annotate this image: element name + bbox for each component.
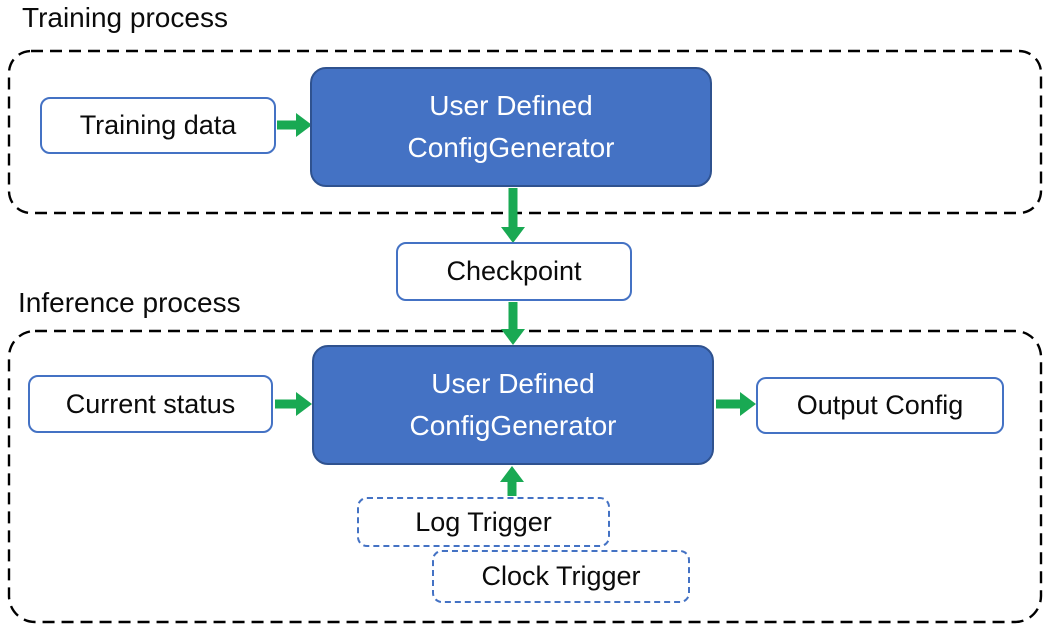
arrow-triggers-to-generator	[500, 466, 524, 496]
inference-config-generator-line2: ConfigGenerator	[409, 410, 617, 441]
clock-trigger-box: Clock Trigger	[432, 550, 690, 603]
current-status-box: Current status	[28, 375, 273, 433]
log-trigger-box: Log Trigger	[357, 497, 610, 547]
training-config-generator-box: User Defined ConfigGenerator	[310, 67, 712, 187]
inference-config-generator-box: User Defined ConfigGenerator	[312, 345, 714, 465]
arrow-head	[296, 392, 312, 416]
arrow-head	[740, 392, 756, 416]
training-process-label: Training process	[22, 2, 228, 33]
checkpoint-box: Checkpoint	[396, 242, 632, 301]
arrow-generator-to-checkpoint	[501, 188, 525, 243]
arrow-head	[500, 466, 524, 482]
arrow-checkpoint-to-generator	[501, 302, 525, 345]
arrow-head	[296, 113, 312, 137]
training-process-container	[7, 49, 1043, 215]
output-config-box: Output Config	[756, 377, 1004, 434]
training-config-generator-line2: ConfigGenerator	[407, 132, 615, 163]
training-data-box: Training data	[40, 97, 276, 154]
arrow-head	[501, 227, 525, 243]
arrow-current-status-to-generator	[275, 392, 312, 416]
inference-process-container	[7, 329, 1043, 624]
arrow-training-data-to-generator	[277, 113, 312, 137]
inference-process-label: Inference process	[18, 287, 241, 318]
arrow-generator-to-output-config	[716, 392, 756, 416]
arrow-head	[501, 329, 525, 345]
training-config-generator-line1: User Defined	[429, 90, 593, 121]
inference-config-generator-line1: User Defined	[431, 368, 595, 399]
